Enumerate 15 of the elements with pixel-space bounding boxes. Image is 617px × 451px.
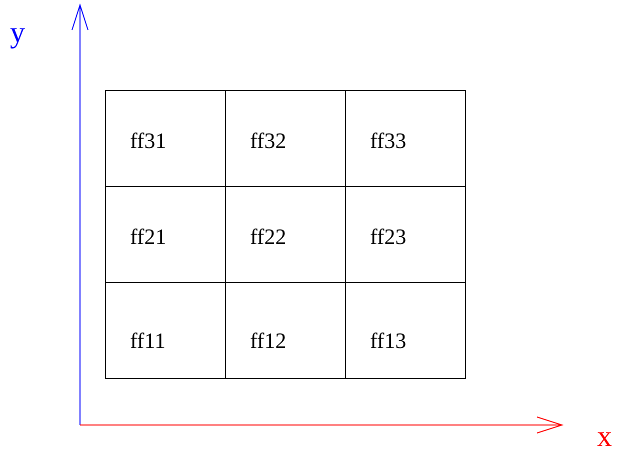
cell-label: ff22 (250, 224, 286, 250)
grid-cell (105, 282, 226, 379)
cell-label: ff33 (370, 128, 406, 154)
grid-cell (345, 282, 466, 379)
cell-label: ff31 (130, 128, 166, 154)
cell-label: ff12 (250, 328, 286, 354)
cell-label: ff13 (370, 328, 406, 354)
x-axis-label: x (597, 422, 612, 451)
cell-label: ff23 (370, 224, 406, 250)
cell-label: ff11 (130, 328, 166, 354)
grid-cell (105, 90, 226, 187)
cell-label: ff32 (250, 128, 286, 154)
cell-label: ff21 (130, 224, 166, 250)
y-axis-label: y (10, 18, 25, 48)
grid-cell (345, 90, 466, 187)
